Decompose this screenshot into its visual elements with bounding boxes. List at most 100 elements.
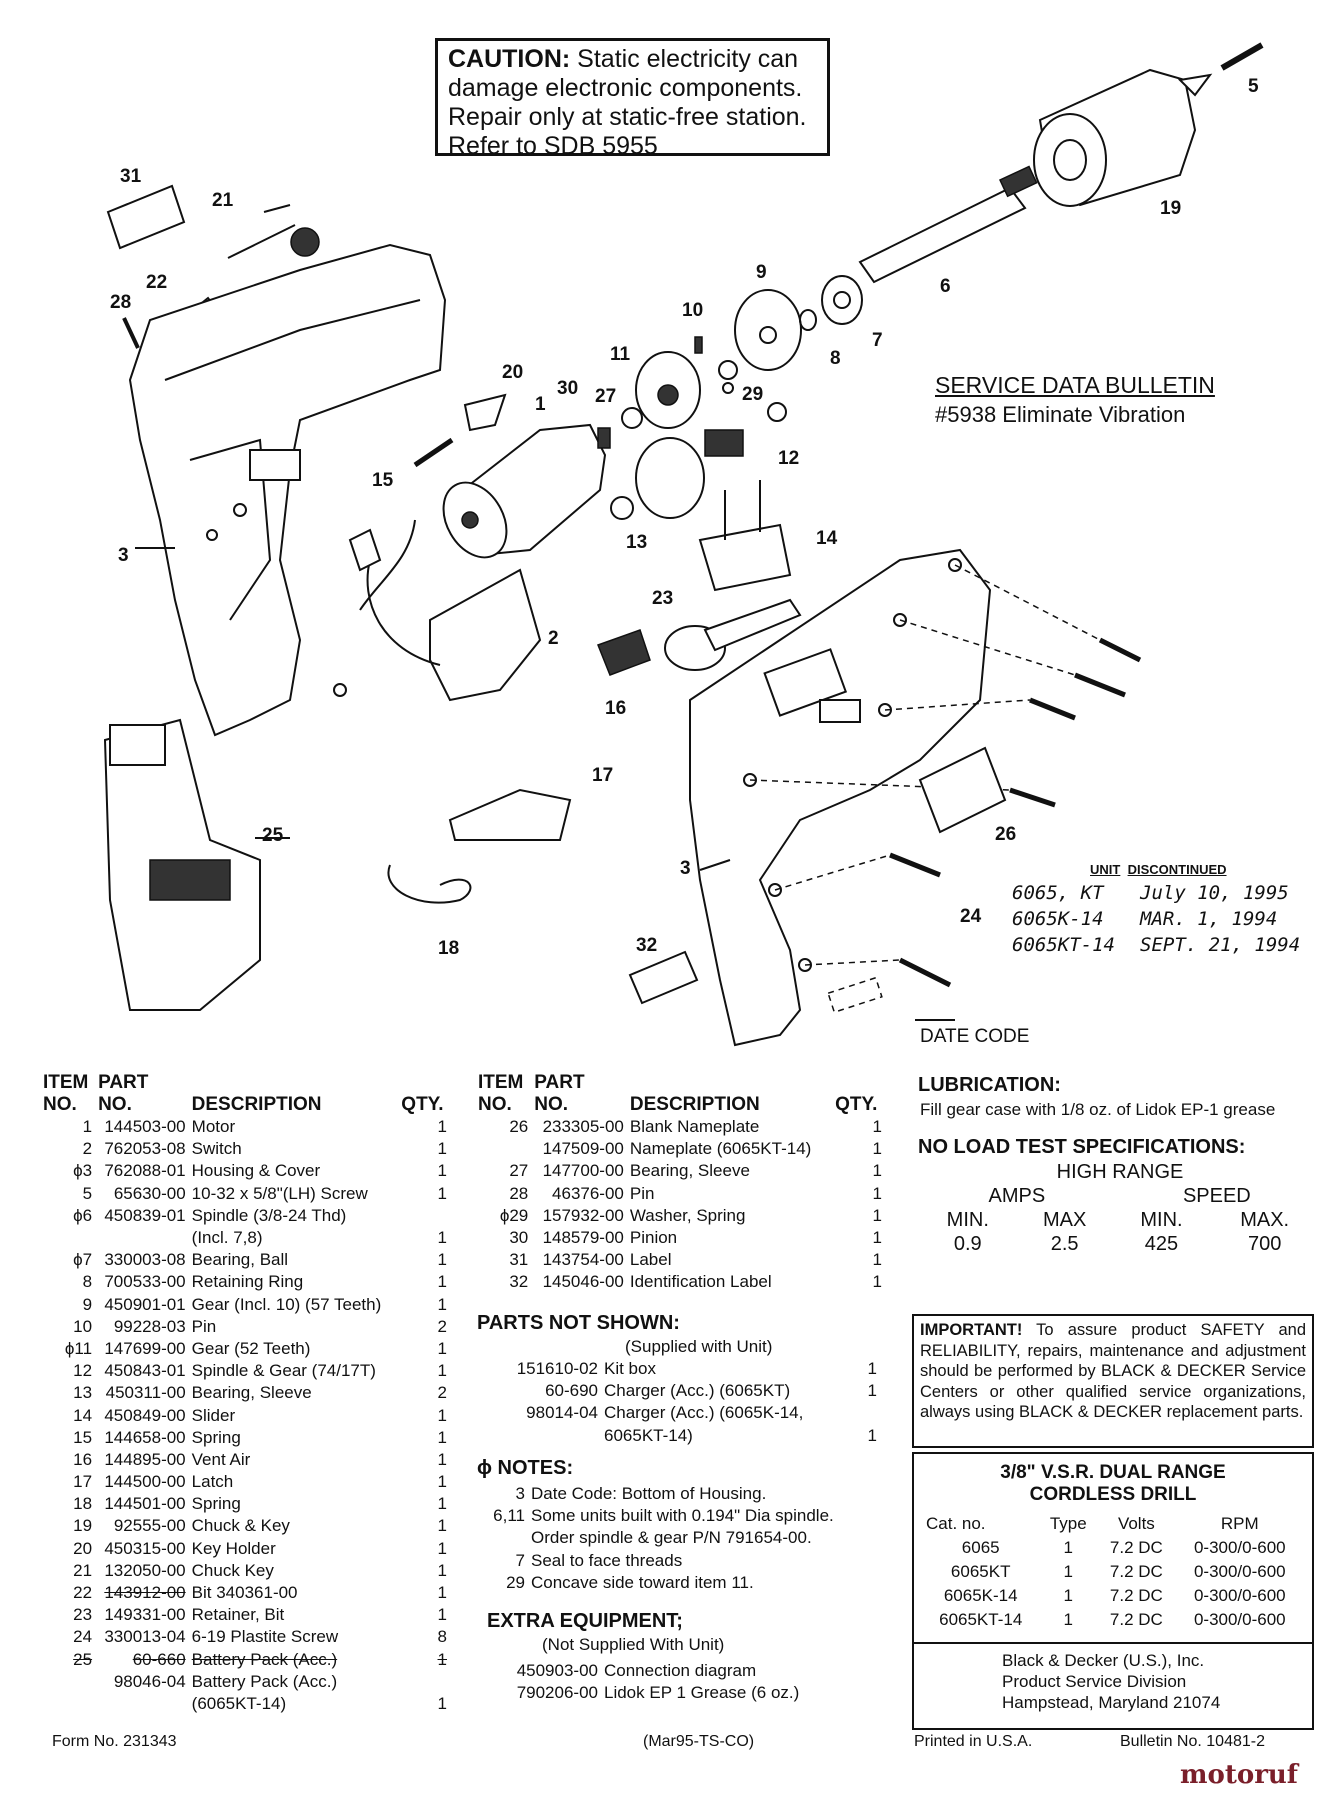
address-line-2: Product Service Division	[1002, 1672, 1187, 1691]
callout-7: 7	[872, 330, 883, 351]
label-part-32	[628, 950, 699, 1005]
callout-18: 18	[438, 938, 460, 959]
housing-left-part-3	[128, 243, 447, 737]
callout-5: 5	[1248, 76, 1259, 97]
callout-30: 30	[557, 378, 579, 399]
important-lead: IMPORTANT!	[920, 1321, 1023, 1339]
table-row: (Incl. 7,8)1	[191, 1228, 447, 1248]
header-description: DESCRIPTION	[191, 1094, 322, 1115]
printed-in: Printed in U.S.A.	[914, 1733, 1033, 1750]
chuck-part-19	[1033, 68, 1213, 207]
header-rpm: RPM	[1220, 1514, 1259, 1533]
callout-20: 20	[502, 362, 524, 383]
bearing-part-7	[821, 275, 863, 325]
load-test-min-speed: MIN.	[1140, 1208, 1183, 1231]
drill-title-2: CORDLESS DRILL	[1029, 1484, 1197, 1505]
disc-unit-2: 6065K-14	[1012, 908, 1104, 930]
spring-part-18	[387, 864, 472, 904]
table-row: (6065KT-14)1	[191, 1693, 447, 1713]
callout-14: 14	[816, 528, 838, 549]
notes-title: ϕ NOTES:	[477, 1457, 574, 1479]
header-qty: QTY.	[401, 1094, 444, 1115]
callout-2: 2	[548, 628, 559, 649]
caution-box: CAUTION: Static electricity can damage e…	[435, 38, 830, 160]
caution-line-4: Refer to SDB 5955	[448, 132, 658, 160]
callout-12: 12	[778, 448, 800, 469]
list-item: Order spindle & gear P/N 791654-00.	[531, 1528, 812, 1548]
discontinued-header: UNIT DISCONTINUED	[1090, 862, 1227, 877]
callout-11: 11	[610, 344, 631, 365]
caution-label: CAUTION:	[448, 45, 571, 73]
callout-17: 17	[592, 765, 614, 786]
label-part-31	[106, 184, 186, 250]
important-box: IMPORTANT! To assure product SAFETY and …	[912, 1314, 1314, 1448]
drill-model-box: 3/8" V.S.R. DUAL RANGE CORDLESS DRILL Ca…	[912, 1452, 1314, 1730]
parts-not-shown-sub: (Supplied with Unit)	[625, 1337, 773, 1356]
callout-24: 24	[960, 906, 982, 927]
callout-15: 15	[372, 470, 394, 491]
header-type: Type	[1049, 1514, 1087, 1533]
load-test-amps: AMPS	[988, 1184, 1046, 1207]
screws-part-24	[749, 564, 1142, 988]
form-number: Form No. 231343	[52, 1733, 177, 1750]
load-test-title: NO LOAD TEST SPECIFICATIONS:	[918, 1136, 1246, 1158]
callout-10: 10	[682, 300, 704, 321]
switch-part-2	[348, 519, 542, 702]
callout-3-right: 3	[680, 858, 691, 879]
bearing-part-extra	[767, 402, 787, 422]
exploded-parts-diagram	[103, 42, 1264, 1047]
pinion-part-30	[597, 427, 611, 449]
callout-3-left: 3	[118, 545, 129, 566]
vent-part-16	[597, 629, 651, 676]
date-code-label: DATE CODE	[920, 1026, 1030, 1047]
callout-31: 31	[120, 166, 142, 187]
header-volts: Volts	[1117, 1514, 1155, 1533]
service-bulletin-subtitle: #5938 Eliminate Vibration	[935, 402, 1186, 427]
callout-8: 8	[830, 348, 841, 369]
caution-line-2: damage electronic components.	[448, 74, 803, 102]
caution-line-3: Repair only at static-free station.	[448, 103, 807, 131]
extra-equipment-title: EXTRA EQUIPMENT;	[487, 1610, 683, 1632]
load-test-speed: SPEED	[1182, 1184, 1251, 1207]
service-bulletin-title: SERVICE DATA BULLETIN	[935, 372, 1215, 398]
disc-unit-1: 6065, KT	[1012, 882, 1104, 904]
latch-part-17	[448, 788, 572, 841]
battery-pack-part-25	[103, 718, 261, 1011]
callout-32: 32	[636, 935, 658, 956]
header-item: ITEM	[43, 1072, 89, 1093]
print-code: (Mar95-TS-CO)	[643, 1733, 755, 1750]
retainer-part-23	[664, 598, 802, 671]
screw-part-5	[1220, 42, 1264, 71]
lubrication-title: LUBRICATION:	[918, 1074, 1061, 1096]
header-qty: QTY.	[835, 1094, 878, 1115]
